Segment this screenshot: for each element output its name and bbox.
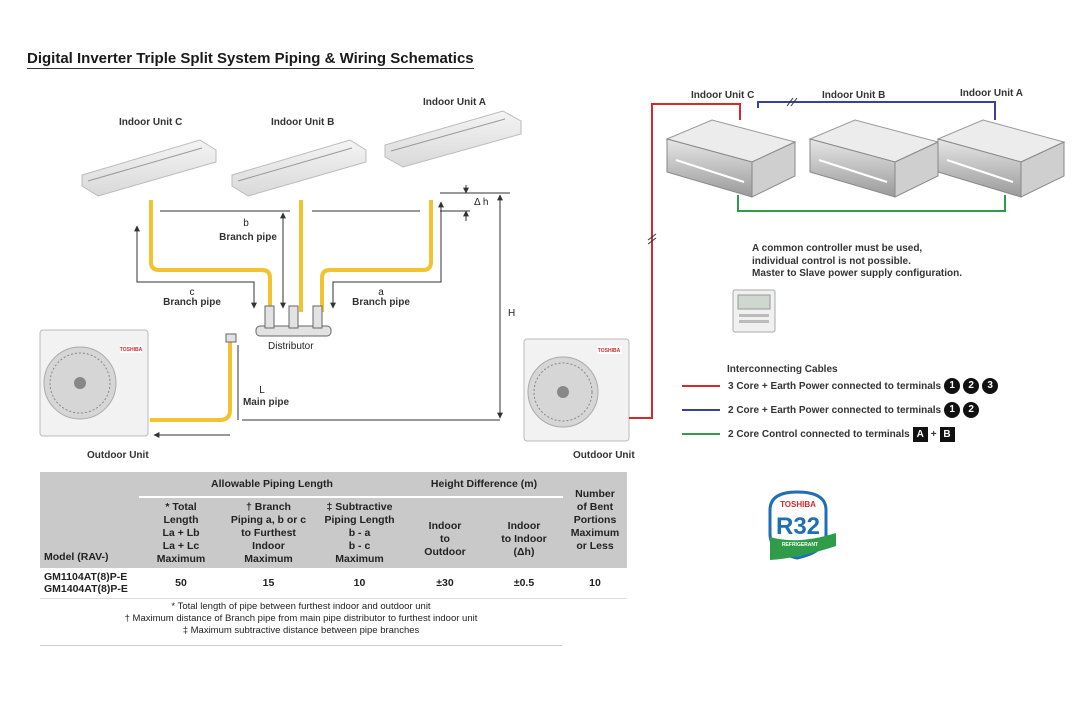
terminal-3-badge: 3	[982, 378, 999, 394]
brand-mark-left: TOSHIBA	[120, 347, 143, 353]
branch-a-label: Branch pipe	[352, 297, 410, 308]
logo-brand: TOSHIBA	[780, 500, 816, 509]
terminal-2-badge: 2	[963, 402, 980, 418]
legend-red: 3 Core + Earth Power connected to termin…	[682, 377, 999, 395]
indoor-unit-b-cassette	[808, 119, 940, 198]
note-line-2: individual control is not possible.	[752, 255, 911, 267]
dimension-lines	[134, 185, 510, 438]
note-line-3: Master to Slave power supply configurati…	[752, 268, 963, 279]
legend-green: 2 Core Control connected to terminals A …	[682, 425, 958, 443]
cassette-c-label: Indoor Unit C	[691, 90, 754, 101]
value-indoor-indoor: ±0.5	[485, 568, 563, 599]
indoor-unit-a-cassette	[936, 119, 1066, 198]
legend-green-text: 2 Core Control connected to terminals	[728, 428, 910, 440]
footnote-total: * Total length of pipe between furthest …	[171, 601, 431, 612]
height-label: H	[508, 308, 515, 319]
common-controller	[732, 289, 776, 333]
legend-blue-text: 2 Core + Earth Power connected to termin…	[728, 404, 942, 416]
legend-title: Interconnecting Cables	[727, 364, 838, 375]
indoor-unit-c-label: Indoor Unit C	[119, 117, 182, 128]
legend-green-swatch	[682, 433, 720, 435]
terminal-b-badge: B	[939, 426, 955, 442]
terminal-2-badge: 2	[963, 378, 980, 394]
delta-h-label: Δ h	[474, 197, 488, 208]
interconnecting-cables	[629, 101, 1006, 419]
terminal-1-badge: 1	[944, 402, 961, 418]
legend-blue: 2 Core + Earth Power connected to termin…	[682, 401, 980, 419]
outdoor-unit-right: TOSHIBA	[523, 338, 630, 442]
legend-red-text: 3 Core + Earth Power connected to termin…	[728, 380, 942, 392]
value-subtractive: 10	[314, 568, 405, 599]
legend-red-swatch	[682, 385, 720, 387]
value-branch-piping: 15	[223, 568, 314, 599]
note-line-1: A common controller must be used,	[752, 243, 923, 254]
outdoor-unit-right-label: Outdoor Unit	[573, 450, 635, 461]
footnote-subtractive: ‡ Maximum subtractive distance between p…	[182, 625, 420, 636]
terminal-1-badge: 1	[944, 378, 961, 394]
value-indoor-outdoor: ±30	[405, 568, 485, 599]
logo-r32: R32	[776, 513, 820, 540]
terminal-a-badge: A	[912, 426, 928, 442]
footnote-branch: † Maximum distance of Branch pipe from m…	[124, 613, 478, 624]
group-piping-length: Allowable Piping Length	[139, 472, 405, 498]
indoor-unit-c-cassette	[665, 119, 797, 198]
brand-mark-right: TOSHIBA	[598, 348, 621, 354]
logo-sub: REFRIGERANT	[782, 542, 818, 548]
controller-note: A common controller must be used, indivi…	[752, 243, 962, 281]
distributor	[225, 305, 332, 343]
branch-c-letter: c	[190, 287, 195, 298]
legend-blue-swatch	[682, 409, 720, 411]
main-pipe-letter: L	[259, 385, 265, 396]
footnotes: * Total length of pipe between furthest …	[40, 601, 562, 646]
branch-b-label: Branch pipe	[219, 232, 277, 243]
indoor-unit-b-ceiling	[231, 139, 367, 197]
outdoor-unit-left-label: Outdoor Unit	[87, 450, 149, 461]
branch-b-letter: b	[243, 218, 249, 229]
branch-a-letter: a	[378, 287, 384, 298]
page-title: Digital Inverter Triple Split System Pip…	[27, 50, 474, 69]
indoor-unit-c-ceiling	[81, 139, 217, 197]
branch-c-label: Branch pipe	[163, 297, 221, 308]
main-pipe-label: Main pipe	[243, 397, 290, 408]
cassette-b-label: Indoor Unit B	[822, 90, 885, 101]
indoor-unit-b-label: Indoor Unit B	[271, 117, 334, 128]
r32-refrigerant-logo: TOSHIBA R32 REFRIGERANT	[768, 490, 836, 560]
outdoor-unit-left: TOSHIBA	[39, 329, 149, 437]
group-height-difference: Height Difference (m)	[405, 472, 563, 498]
distributor-label: Distributor	[268, 341, 314, 352]
piping-spec-table: Model (RAV-) Allowable Piping Length Hei…	[40, 472, 627, 599]
indoor-unit-a-ceiling	[384, 110, 522, 168]
value-total-length: 50	[139, 568, 223, 599]
indoor-unit-a-label: Indoor Unit A	[423, 97, 486, 108]
cable-break-marks	[647, 97, 798, 245]
cassette-a-label: Indoor Unit A	[960, 88, 1023, 99]
value-bent-portions: 10	[563, 568, 627, 599]
col-model-header: Model (RAV-)	[40, 472, 139, 568]
